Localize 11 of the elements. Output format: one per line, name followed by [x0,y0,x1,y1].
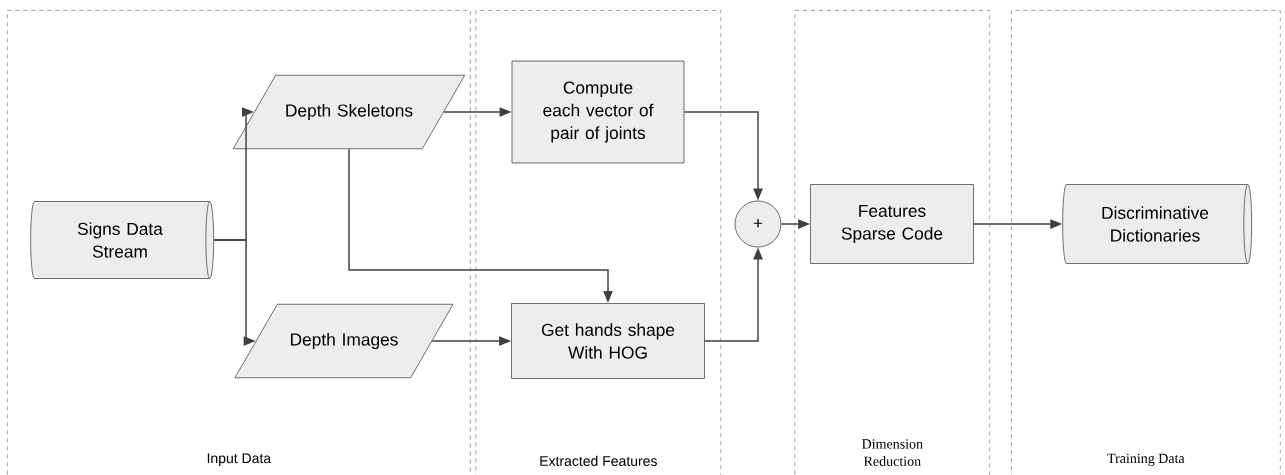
process-box: Get hands shape With HOG [511,303,705,379]
data-parallelogram: Depth Images [234,303,454,379]
storage-cylinder: Signs Data Stream [30,201,215,279]
lane-label: Dimension Reduction [862,439,923,466]
process-box: Features Sparse Code [810,184,974,264]
lane-label: Training Data [1107,453,1185,466]
data-parallelogram: Depth Skeletons [232,74,466,150]
lane-label: Input Data [207,453,272,466]
lane-label: Extracted Features [540,455,657,466]
storage-cylinder: Discriminative Dictionaries [1062,184,1253,264]
process-box: Compute each vector of pair of joints [511,60,685,164]
